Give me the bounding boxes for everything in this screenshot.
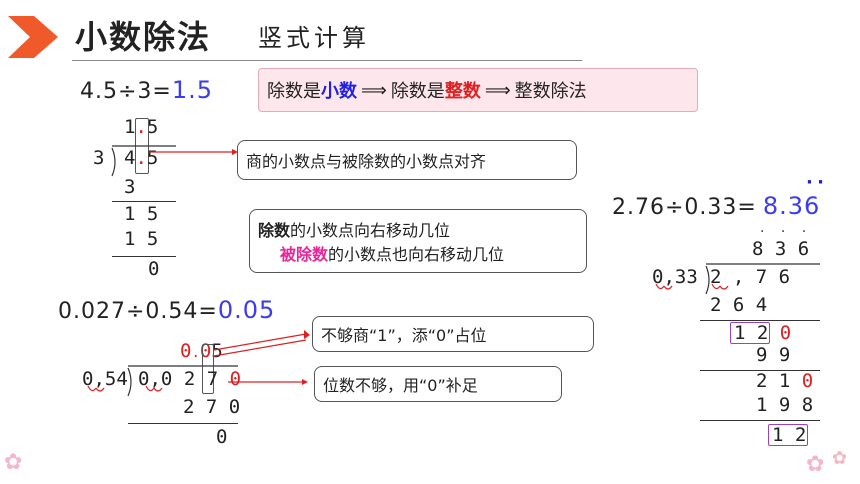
- ex1-step2: 1 5: [124, 203, 159, 225]
- ex3-step2: 1 2 0: [734, 322, 792, 344]
- note2-box: 除数的小数点向右移动几位 被除数的小数点也向右移动几位: [249, 209, 587, 273]
- ex3-rule3: [700, 420, 820, 421]
- ex2-note-b: 位数不够，用“0”补足: [314, 366, 562, 402]
- ex3-equation: 2.76÷0.33=8.36: [612, 192, 821, 220]
- ex3-answer: 8.36: [762, 192, 821, 220]
- ex3-quotient-dots: . . .: [760, 220, 813, 236]
- ex1-step3: 1 5: [124, 228, 159, 250]
- ex2-note-a: 不够商“1”，添“0”占位: [312, 316, 594, 352]
- ex3-step1: 2 6 4: [710, 294, 768, 316]
- flower-icon: ✿: [832, 448, 848, 469]
- ex3-divisor: 0,33: [652, 266, 698, 288]
- ex2-decimal-highlight: [202, 344, 214, 394]
- ex1-rule1: [112, 201, 176, 202]
- page-subtitle: 竖式计算: [258, 24, 370, 52]
- ex3-dividend: 2 , 7 6: [710, 266, 791, 288]
- ex3-rule1: [700, 320, 820, 321]
- ex3-repeat-dots: · ·: [806, 172, 824, 193]
- ex1-equation: 4.5÷3=1.5: [80, 76, 214, 104]
- ex1-divisor: 3: [93, 147, 105, 169]
- ex2-divisor: 0,54: [82, 368, 128, 390]
- ex1-quotient: 1.5: [124, 116, 159, 138]
- ex3-rule2: [700, 370, 820, 371]
- ex3-highlight-2: [768, 424, 808, 446]
- ex3-step6: 1 2: [772, 424, 807, 446]
- ex1-step1: 3: [124, 176, 136, 198]
- ex3-quotient: 8 3 6: [752, 238, 810, 260]
- page-title: 小数除法: [75, 18, 212, 56]
- ex2-dividend: 0,0 2 7 0: [138, 368, 242, 390]
- ex3-highlight-1: [730, 322, 770, 344]
- ex2-equation: 0.027÷0.54=0.05: [58, 296, 276, 324]
- ex2-step1: 2 7 0: [183, 396, 241, 418]
- ex3-step3: 9 9: [756, 344, 791, 366]
- arrow-icon: ⟹: [361, 79, 387, 101]
- ex1-remainder: 0: [148, 258, 160, 280]
- ex1-dividend: 4.5: [124, 147, 159, 169]
- ex3-step5: 1 9 8: [756, 394, 814, 416]
- arrow-icon: ⟹: [484, 79, 511, 101]
- ex2-rule1: [128, 423, 238, 424]
- flower-icon: ✿: [4, 450, 23, 475]
- ex2-remainder: 0: [216, 426, 228, 448]
- header-chevron-icon: [8, 16, 58, 58]
- ex3-step4: 2 1 0: [756, 370, 814, 392]
- rule-box: 除数是小数 ⟹ 除数是整数 ⟹ 整数除法: [258, 68, 698, 112]
- ex2-quotient: 0.05: [180, 340, 223, 362]
- ex2-answer: 0.05: [217, 296, 276, 324]
- ex1-note: 商的小数点与被除数的小数点对齐: [237, 140, 577, 180]
- flower-icon: ✿: [806, 452, 825, 477]
- ex1-rule2: [112, 256, 176, 257]
- ex1-answer: 1.5: [171, 76, 214, 104]
- header-divider: [72, 60, 582, 61]
